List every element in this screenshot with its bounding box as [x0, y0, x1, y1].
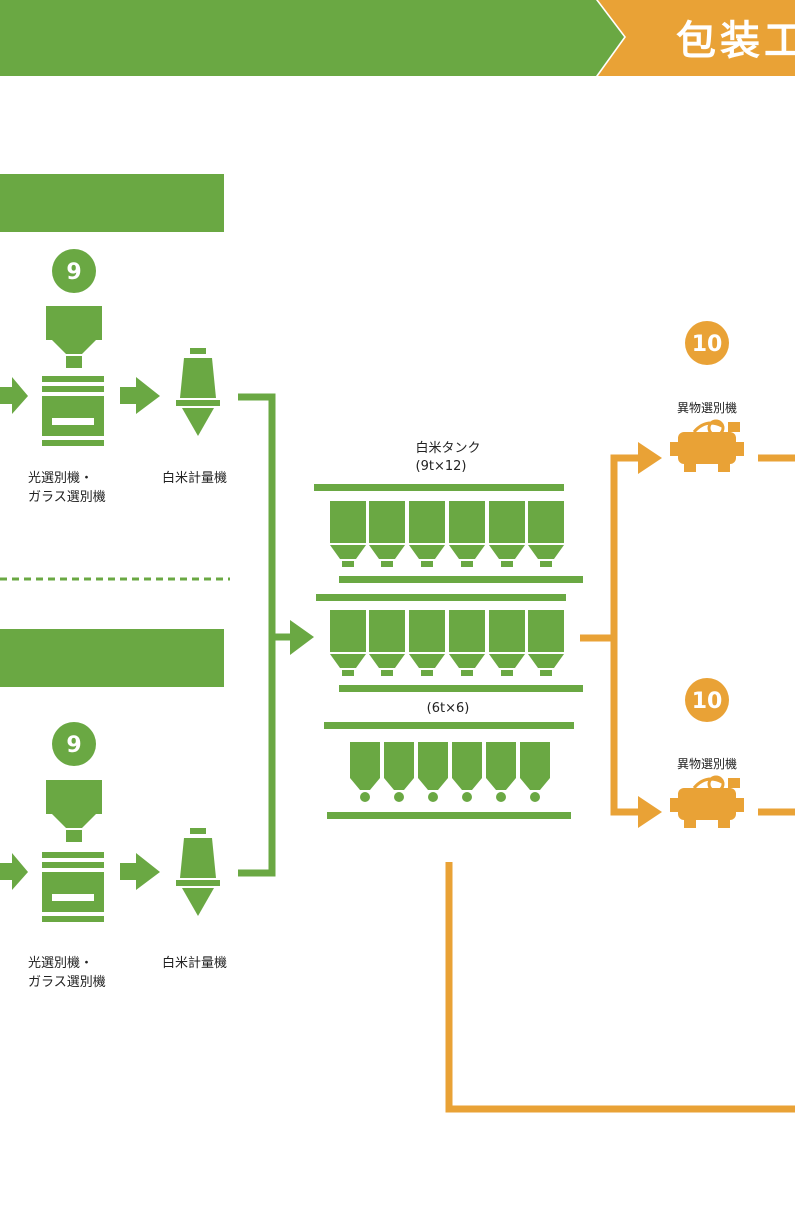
- merge-connector: [238, 393, 314, 877]
- foreign-sorter-label: 異物選別機: [677, 756, 737, 771]
- packaging-banner-title: 包装工: [676, 18, 795, 64]
- step-badge-9: [52, 249, 96, 293]
- foreign-sorter-2: 10 異物選別機: [668, 678, 746, 830]
- step-number: 10: [692, 689, 723, 714]
- line-1: 9 光選別機・ ガラス選別機 白米計量機: [0, 249, 227, 505]
- silo-icon: [449, 610, 485, 676]
- small-silo-icon: [350, 742, 380, 802]
- silo-icon: [330, 501, 366, 567]
- arrow-right-icon: [638, 442, 662, 474]
- rice-scale-label: 白米計量機: [162, 955, 227, 971]
- arrow-right-icon: [0, 377, 28, 414]
- orange-flow: [445, 442, 795, 1113]
- optical-sorter-icon: [42, 376, 104, 446]
- small-silo-icon: [520, 742, 550, 802]
- rice-scale-icon: [176, 828, 220, 916]
- small-silo-icon: [452, 742, 482, 802]
- tank-row-2: [316, 594, 583, 692]
- silo-icon: [409, 501, 445, 567]
- foreign-sorter-icon: [668, 775, 746, 830]
- tank-row-1: [314, 484, 583, 583]
- arrow-right-icon: [638, 796, 662, 828]
- small-silo-icon: [384, 742, 414, 802]
- silo-icon: [489, 501, 525, 567]
- step-number: 9: [66, 260, 81, 285]
- glass-sorter-label: ガラス選別機: [28, 490, 106, 505]
- silo-icon: [528, 610, 564, 676]
- foreign-sorter-label: 異物選別機: [677, 400, 737, 415]
- orange-banner: [598, 0, 795, 76]
- hopper-icon: [46, 780, 102, 842]
- small-silo-icon: [418, 742, 448, 802]
- section-header-bar-2: [0, 629, 224, 687]
- top-banner: 包装工: [0, 0, 795, 76]
- small-silo-icon: [486, 742, 516, 802]
- arrow-right-icon: [120, 377, 160, 414]
- foreign-sorter-icon: [668, 419, 746, 474]
- section-header-bar-1: [0, 174, 224, 232]
- line-2: 9 光選別機・ ガラス選別機 白米計量機: [0, 722, 227, 990]
- step-badge-10: [685, 321, 729, 365]
- silo-icon: [369, 501, 405, 567]
- green-banner: [0, 0, 624, 76]
- arrow-right-icon: [290, 620, 314, 655]
- rice-scale-icon: [176, 348, 220, 436]
- optical-sorter-label: 光選別機・: [28, 956, 93, 971]
- foreign-sorter-1: 10 異物選別機: [668, 321, 746, 474]
- tank-row-3: [324, 722, 574, 819]
- silo-icon: [330, 610, 366, 676]
- white-rice-tank-label: 白米タンク: [415, 440, 480, 456]
- optical-sorter-icon: [42, 852, 104, 922]
- optical-sorter-label: 光選別機・: [28, 471, 93, 486]
- step-number: 9: [66, 733, 81, 758]
- step-badge-10: [685, 678, 729, 722]
- silo-icon: [489, 610, 525, 676]
- arrow-right-icon: [120, 853, 160, 890]
- silo-icon: [369, 610, 405, 676]
- silo-icon: [409, 610, 445, 676]
- arrow-right-icon: [0, 853, 28, 890]
- step-badge-9: [52, 722, 96, 766]
- silo-icon: [449, 501, 485, 567]
- rice-scale-label: 白米計量機: [162, 470, 227, 486]
- tank-capacity-large: (9t×12): [416, 459, 467, 474]
- hopper-icon: [46, 306, 102, 368]
- glass-sorter-label: ガラス選別機: [28, 975, 106, 990]
- step-number: 10: [692, 332, 723, 357]
- silo-icon: [528, 501, 564, 567]
- tank-capacity-small: (6t×6): [427, 701, 470, 716]
